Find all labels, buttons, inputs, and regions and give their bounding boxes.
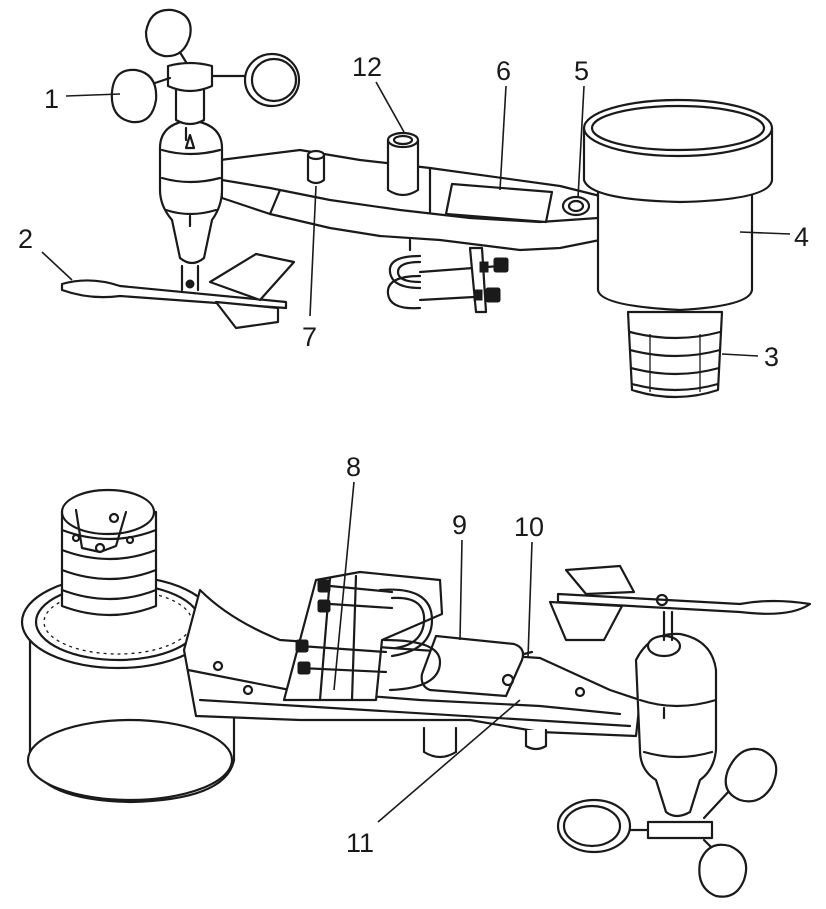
top-view — [60, 8, 774, 399]
bottom-radiation-shield — [60, 488, 158, 617]
leader-3 — [721, 353, 759, 357]
callout-10: 10 — [514, 512, 544, 542]
leader-4 — [739, 231, 791, 235]
callout-7: 7 — [302, 322, 317, 352]
leader-lines — [41, 81, 791, 823]
bottom-wind-cups — [556, 747, 778, 898]
callout-8: 8 — [346, 452, 361, 482]
callout-2: 2 — [18, 224, 33, 254]
callout-11: 11 — [346, 828, 374, 858]
bottom-anemometer-body — [634, 610, 718, 818]
bottom-wind-vane — [548, 564, 812, 642]
top-radiation-shield — [626, 310, 724, 399]
bottom-battery-cover — [420, 634, 534, 698]
top-antenna — [306, 149, 326, 185]
leader-9 — [459, 539, 463, 641]
top-rain-gauge — [582, 98, 774, 312]
leader-1 — [65, 93, 121, 97]
callout-6: 6 — [496, 56, 511, 86]
bottom-u-bolt-bracket — [282, 570, 444, 702]
leader-12 — [375, 81, 405, 133]
leader-6 — [499, 85, 507, 191]
top-sensor-tube — [386, 131, 420, 197]
callout-labels: 1 2 3 4 5 6 7 8 9 10 11 12 — [18, 52, 809, 858]
leader-8 — [333, 481, 355, 691]
top-bubble-level — [561, 195, 591, 217]
callout-5: 5 — [574, 56, 589, 86]
leader-10 — [527, 541, 533, 659]
leader-2 — [41, 251, 73, 281]
top-u-bolt-mount — [386, 238, 509, 314]
top-solar-panel — [444, 182, 554, 224]
callout-4: 4 — [794, 222, 809, 252]
top-wind-cups — [110, 8, 301, 124]
callout-3: 3 — [764, 342, 779, 372]
callout-12: 12 — [352, 52, 382, 82]
leader-7 — [309, 185, 317, 317]
callout-1: 1 — [44, 84, 59, 114]
bottom-view — [20, 488, 812, 898]
leader-5 — [577, 85, 585, 199]
bottom-feet — [422, 726, 548, 759]
top-anemometer-body — [158, 61, 224, 292]
top-wind-vane — [60, 252, 296, 330]
callout-9: 9 — [452, 510, 467, 540]
leader-11 — [377, 699, 521, 823]
